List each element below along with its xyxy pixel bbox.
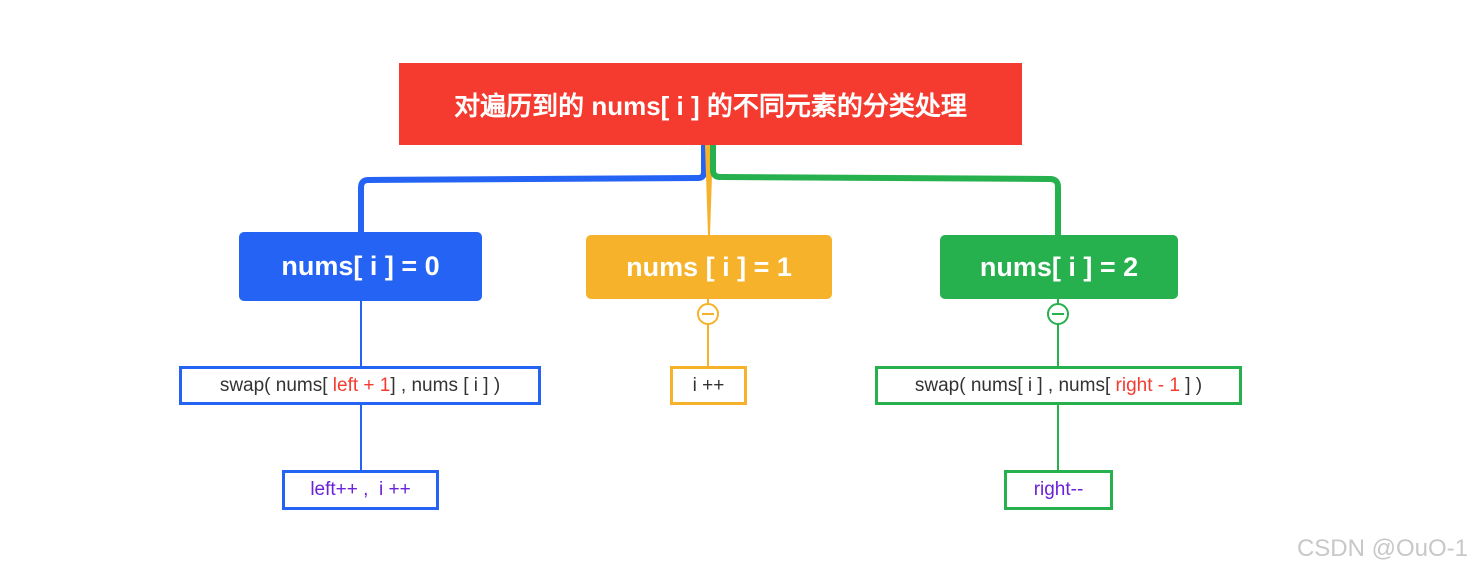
connector-root-to-branch-2 — [710, 142, 1061, 238]
followup-node-two[interactable]: right-- — [1004, 470, 1113, 510]
root-label: 对遍历到的 nums[ i ] 的不同元素的分类处理 — [454, 90, 967, 121]
branch-node-two[interactable]: nums[ i ] = 2 — [940, 235, 1178, 299]
root-node[interactable]: 对遍历到的 nums[ i ] 的不同元素的分类处理 — [399, 63, 1022, 145]
minus-circle-icon[interactable] — [697, 303, 719, 325]
action-highlight: left + 1 — [332, 374, 391, 396]
action-text: i ++ — [692, 374, 725, 396]
minus-circle-icon[interactable] — [1047, 303, 1069, 325]
action-highlight: right - 1 — [1115, 374, 1180, 396]
followup-text: left++ , i ++ — [310, 479, 411, 500]
connector-root-to-branch-0 — [358, 142, 707, 235]
branch-node-zero[interactable]: nums[ i ] = 0 — [239, 232, 482, 301]
action-node-two[interactable]: swap( nums[ i ] , nums[ right - 1 ] ) — [875, 366, 1242, 405]
branch-label: nums[ i ] = 2 — [979, 251, 1139, 282]
action-suffix: ] , nums [ i ] ) — [390, 374, 501, 396]
action-prefix: swap( nums[ — [219, 374, 333, 396]
action-prefix: swap( nums[ i ] , nums[ — [914, 374, 1116, 396]
action-node-zero[interactable]: swap( nums[ left + 1] , nums [ i ] ) — [179, 366, 541, 405]
followup-text: right-- — [1033, 479, 1084, 500]
watermark: CSDN @OuO-1 — [1296, 535, 1468, 562]
followup-node-zero[interactable]: left++ , i ++ — [282, 470, 439, 510]
action-suffix: ] ) — [1179, 374, 1203, 396]
branch-node-one[interactable]: nums [ i ] = 1 — [586, 235, 832, 299]
branch-label: nums[ i ] = 0 — [281, 251, 440, 281]
branch-label: nums [ i ] = 1 — [626, 251, 792, 282]
action-node-one[interactable]: i ++ — [670, 366, 747, 405]
